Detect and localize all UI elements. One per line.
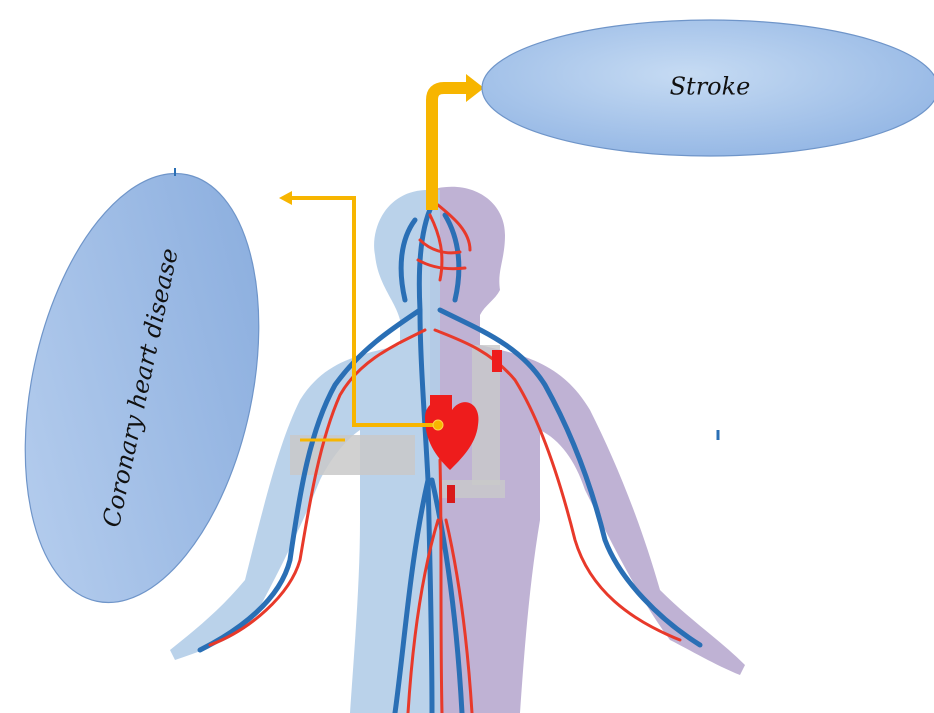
coronary-arrowhead (279, 191, 292, 205)
stroke-label: Stroke (670, 73, 751, 101)
arrow-origin-dot (433, 420, 443, 430)
stroke-node: Stroke (482, 20, 934, 156)
coronary-node: Coronary heart disease (0, 152, 295, 624)
stroke-arrowhead (466, 74, 484, 102)
human-figure-icon (170, 187, 745, 713)
